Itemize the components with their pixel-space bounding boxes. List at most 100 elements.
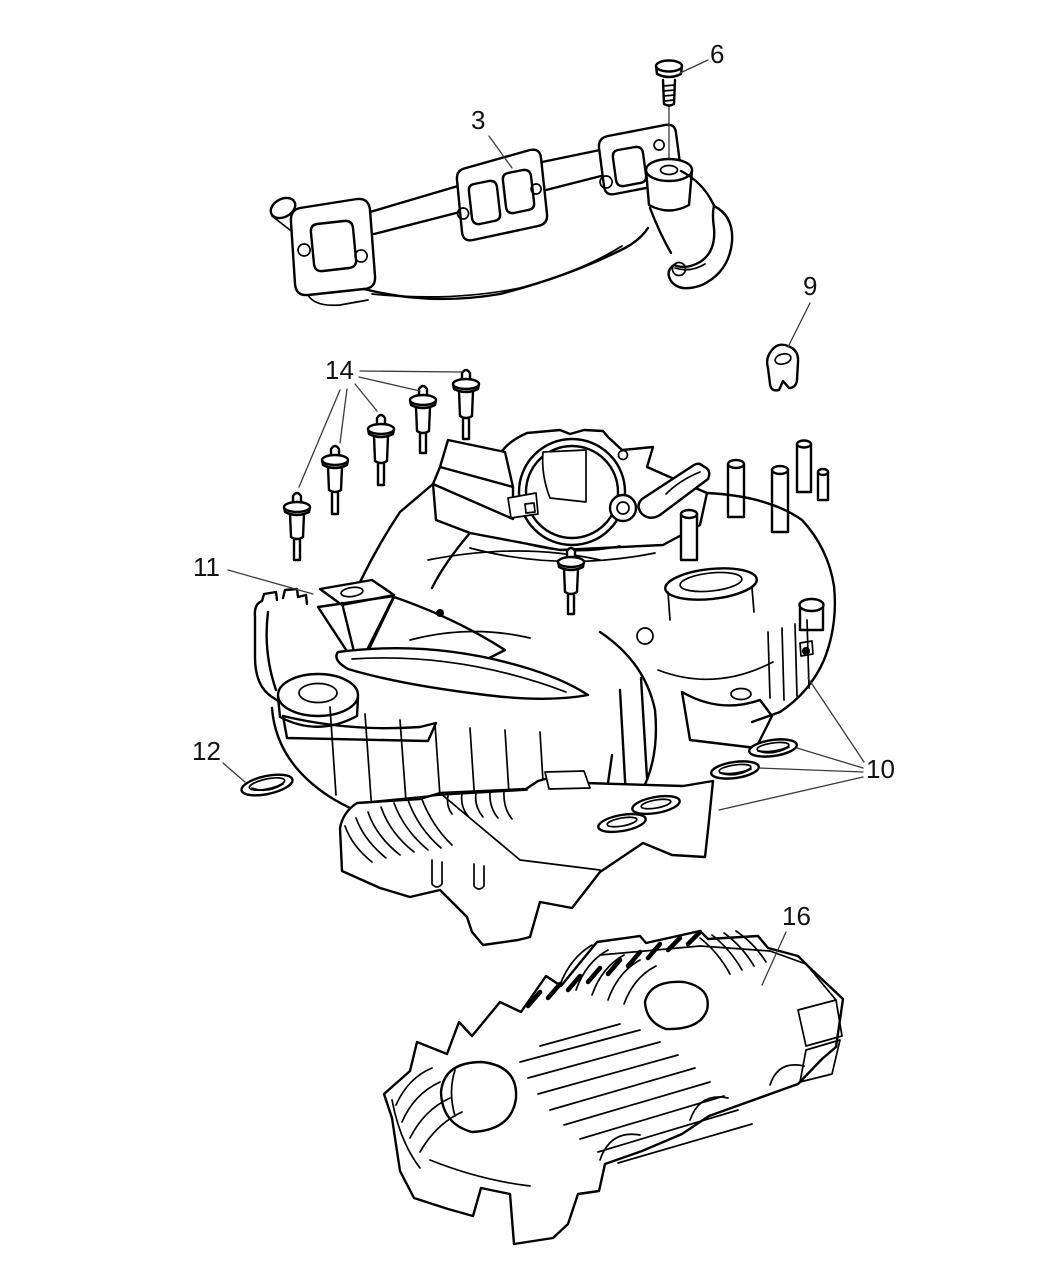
manifold-body-bottom <box>362 226 650 301</box>
shield-rib-band <box>446 790 513 820</box>
left-flange-port <box>309 219 358 273</box>
leader-14 <box>298 370 463 488</box>
egr-port-inner <box>679 571 743 593</box>
seal-10a-detail <box>757 746 790 754</box>
rail-brace <box>665 471 701 495</box>
leader-3 <box>488 135 513 169</box>
mounting-studs <box>282 368 586 616</box>
outlet-flange-hole <box>671 261 687 277</box>
shoulder-line <box>409 550 601 641</box>
outlet-pipe <box>648 169 719 255</box>
bolt-shank <box>661 78 677 107</box>
small-ring <box>636 627 654 645</box>
callout-6: 6 <box>710 39 725 69</box>
seal-10b-inner <box>718 763 752 775</box>
center-runner <box>598 630 658 814</box>
heat-shield <box>338 770 715 947</box>
shield-oval-1 <box>597 812 647 834</box>
right-bottom-hole <box>730 687 752 701</box>
tube-5-top <box>798 597 825 613</box>
tube-1 <box>726 462 746 519</box>
callout-12: 12 <box>192 736 221 766</box>
tube-6-nub <box>816 470 830 502</box>
tube-1-top <box>726 458 746 470</box>
runner-blade <box>335 647 590 700</box>
callout-9: 9 <box>803 271 818 301</box>
bolt-dot-right <box>802 647 810 655</box>
center-flange-ports <box>467 168 536 226</box>
seal-12-outer <box>240 773 294 797</box>
manifold-body-lip <box>307 245 623 307</box>
leader-9 <box>787 302 811 348</box>
tray-outline <box>382 929 845 1246</box>
left-flange <box>289 197 377 297</box>
bolt-head-side <box>654 64 684 79</box>
rail-end-cap-inner <box>616 501 630 515</box>
leader-12 <box>222 762 246 783</box>
plenum-bore <box>541 449 587 503</box>
tray-floor-lines <box>519 1023 753 1164</box>
tray-left-inner-edge <box>391 1099 531 1187</box>
seal-10a-outer <box>748 738 798 758</box>
pyramid-gusset <box>358 595 507 676</box>
seal-10a-inner <box>756 741 790 753</box>
tray-rib-fan-right <box>699 930 767 975</box>
tray-scallops <box>599 1064 805 1161</box>
egr-port-base <box>657 587 774 681</box>
leader-10 <box>718 677 865 811</box>
plenum-screw-dot <box>617 449 629 461</box>
leader-6 <box>679 59 709 74</box>
shield-oval-2 <box>631 794 681 816</box>
valley-insulator-tray <box>382 929 845 1246</box>
runner-blade-inner <box>351 657 567 693</box>
rail-end-cap <box>608 493 638 523</box>
shield-rib-fan <box>344 796 453 863</box>
outlet-flange <box>667 204 734 290</box>
runner-face-lines <box>329 706 549 865</box>
tube-6-top <box>816 467 830 477</box>
right-flange-port <box>611 145 648 188</box>
tube-5 <box>798 605 825 632</box>
stud-d-washer <box>408 393 438 407</box>
egr-port-outer <box>664 567 758 601</box>
stud-c-washer <box>366 422 396 436</box>
stud-a-washer <box>282 500 312 514</box>
fuel-rail <box>637 462 711 519</box>
stud-f-washer <box>556 555 586 569</box>
shield-hanging-tabs <box>431 859 485 890</box>
tube-2 <box>770 468 790 534</box>
seal-10b-detail <box>719 768 752 776</box>
plenum-ring-inner <box>524 444 620 540</box>
clip-hole <box>774 352 792 366</box>
right-wall-ribs <box>767 619 810 701</box>
shield-oval-1-inner <box>606 816 638 828</box>
callout-3: 3 <box>471 105 486 135</box>
bolt-dot-left <box>436 609 444 617</box>
stud-b-washer <box>320 453 350 467</box>
tray-rib-fan-top <box>559 944 657 1005</box>
callout-16: 16 <box>782 901 811 931</box>
leader-11 <box>227 569 314 595</box>
exhaust-manifold <box>269 123 734 307</box>
gasket-seals <box>710 738 798 780</box>
bolt-head-top <box>654 59 684 73</box>
leader-lines <box>222 59 865 986</box>
center-flange-bolt-holes <box>456 183 542 220</box>
tube-4 <box>679 512 699 562</box>
tube-2-top <box>770 464 790 476</box>
left-flange-bolt-holes <box>297 243 368 263</box>
seal-12-detail <box>251 783 284 792</box>
plenum-clamp <box>507 492 539 519</box>
clip-body <box>765 343 800 392</box>
right-flange-bolt-holes <box>599 139 665 189</box>
right-notch <box>799 640 814 657</box>
bolt-threads <box>662 84 676 102</box>
outlet-boss-hole <box>659 164 679 176</box>
seal-10b-outer <box>710 760 760 780</box>
tray-kidney-left <box>439 1060 518 1134</box>
tray-rail-fins <box>525 929 703 1009</box>
arm-boss-hole <box>298 682 338 704</box>
tray-right-steps <box>797 999 843 1083</box>
outlet-flange-inner <box>674 263 706 271</box>
tube-4-top <box>679 508 699 520</box>
